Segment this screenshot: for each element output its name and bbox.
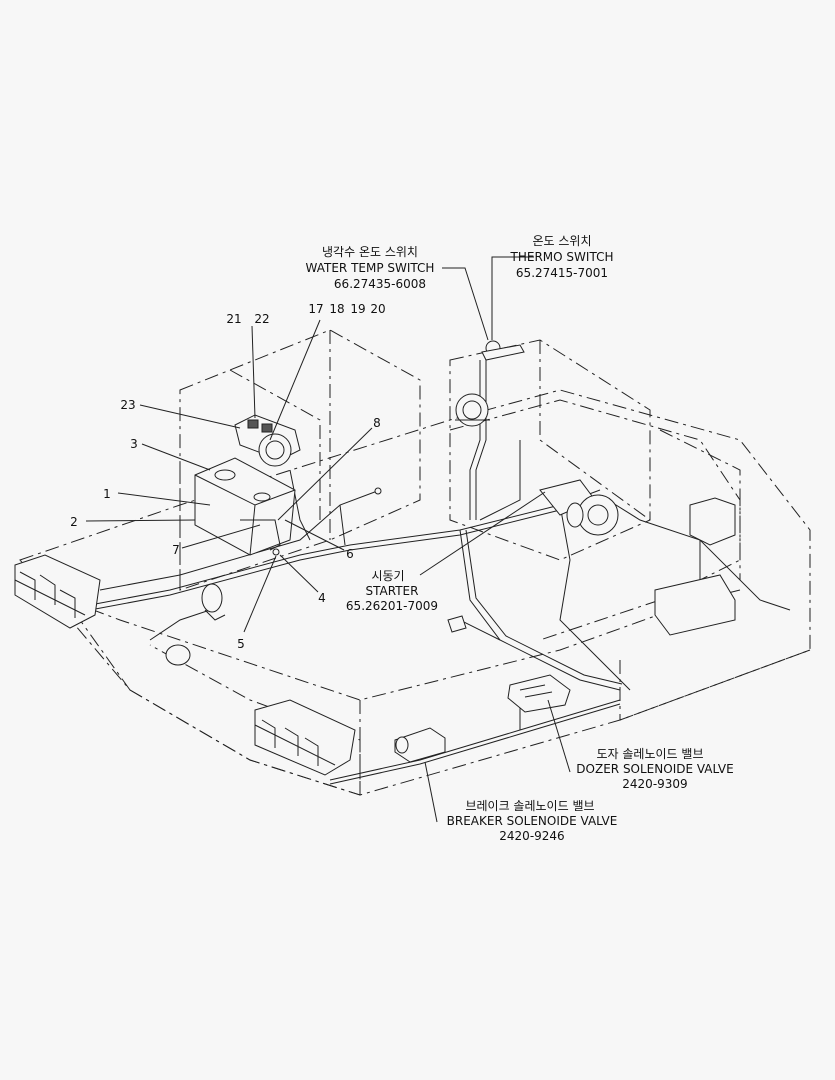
thermo-switch-part-no: 65.27415-7001	[516, 266, 608, 280]
connector-plug	[374, 487, 467, 633]
dozer-solenoid-korean: 도자 솔레노이드 밸브	[597, 747, 704, 761]
battery-box	[194, 457, 296, 556]
dozer-solenoid-english: DOZER SOLENOIDE VALVE	[576, 762, 733, 776]
item-number-23: 23	[120, 398, 135, 412]
item-number-2: 2	[70, 515, 78, 529]
item-number-4: 4	[318, 591, 326, 605]
water-temp-switch-part	[481, 340, 525, 361]
dozer-solenoid-part-no: 2420-9309	[622, 777, 687, 791]
starter-motor	[539, 479, 619, 536]
thermo-switch-english: THERMO SWITCH	[510, 250, 614, 264]
engine-right-box	[654, 497, 736, 636]
starter-korean: 시동기	[371, 569, 404, 583]
alternator	[455, 393, 490, 427]
callout-dozer-solenoid: 도자 솔레노이드 밸브 DOZER SOLENOIDE VALVE 2420-9…	[576, 747, 733, 791]
item-number-5: 5	[237, 637, 245, 651]
breaker-solenoid-korean: 브레이크 솔레노이드 밸브	[465, 799, 594, 813]
water-temp-switch-korean: 냉각수 온도 스위치	[322, 245, 418, 259]
relay-bracket	[234, 414, 301, 467]
item-number-1: 1	[103, 487, 111, 501]
item-number-17: 17	[308, 302, 323, 316]
headlamp-left	[14, 554, 101, 629]
water-temp-switch-part-no: 66.27435-6008	[334, 277, 426, 291]
dozer-valve-part	[507, 674, 571, 713]
callout-thermo-switch: 온도 스위치 THERMO SWITCH 65.27415-7001	[510, 234, 614, 280]
callout-water-temp-switch: 냉각수 온도 스위치 WATER TEMP SWITCH 66.27435-60…	[306, 245, 435, 291]
item-number-21: 21	[226, 312, 241, 326]
callout-starter: 시동기 STARTER 65.26201-7009	[346, 569, 438, 613]
horn	[165, 583, 226, 666]
machine-outline	[19, 329, 811, 796]
item-number-18: 18	[329, 302, 344, 316]
breaker-valve-part	[394, 727, 446, 763]
starter-english: STARTER	[366, 584, 419, 598]
item-numbers: 17 18 19 20 21 22 23 3 1 2 7 8 6 4 5	[70, 302, 385, 651]
item-number-3: 3	[130, 437, 138, 451]
item-number-8: 8	[373, 416, 381, 430]
item-number-22: 22	[254, 312, 269, 326]
callout-breaker-solenoid: 브레이크 솔레노이드 밸브 BREAKER SOLENOIDE VALVE 24…	[447, 799, 618, 843]
water-temp-switch-english: WATER TEMP SWITCH	[306, 261, 435, 275]
item-number-20: 20	[370, 302, 385, 316]
breaker-solenoid-english: BREAKER SOLENOIDE VALVE	[447, 814, 618, 828]
headlamp-rear	[254, 699, 356, 776]
breaker-solenoid-part-no: 2420-9246	[499, 829, 564, 843]
starter-part-no: 65.26201-7009	[346, 599, 438, 613]
item-number-7: 7	[172, 543, 180, 557]
item-number-19: 19	[350, 302, 365, 316]
leader-lines	[85, 256, 571, 823]
thermo-switch-korean: 온도 스위치	[532, 234, 591, 248]
item-number-6: 6	[346, 547, 354, 561]
